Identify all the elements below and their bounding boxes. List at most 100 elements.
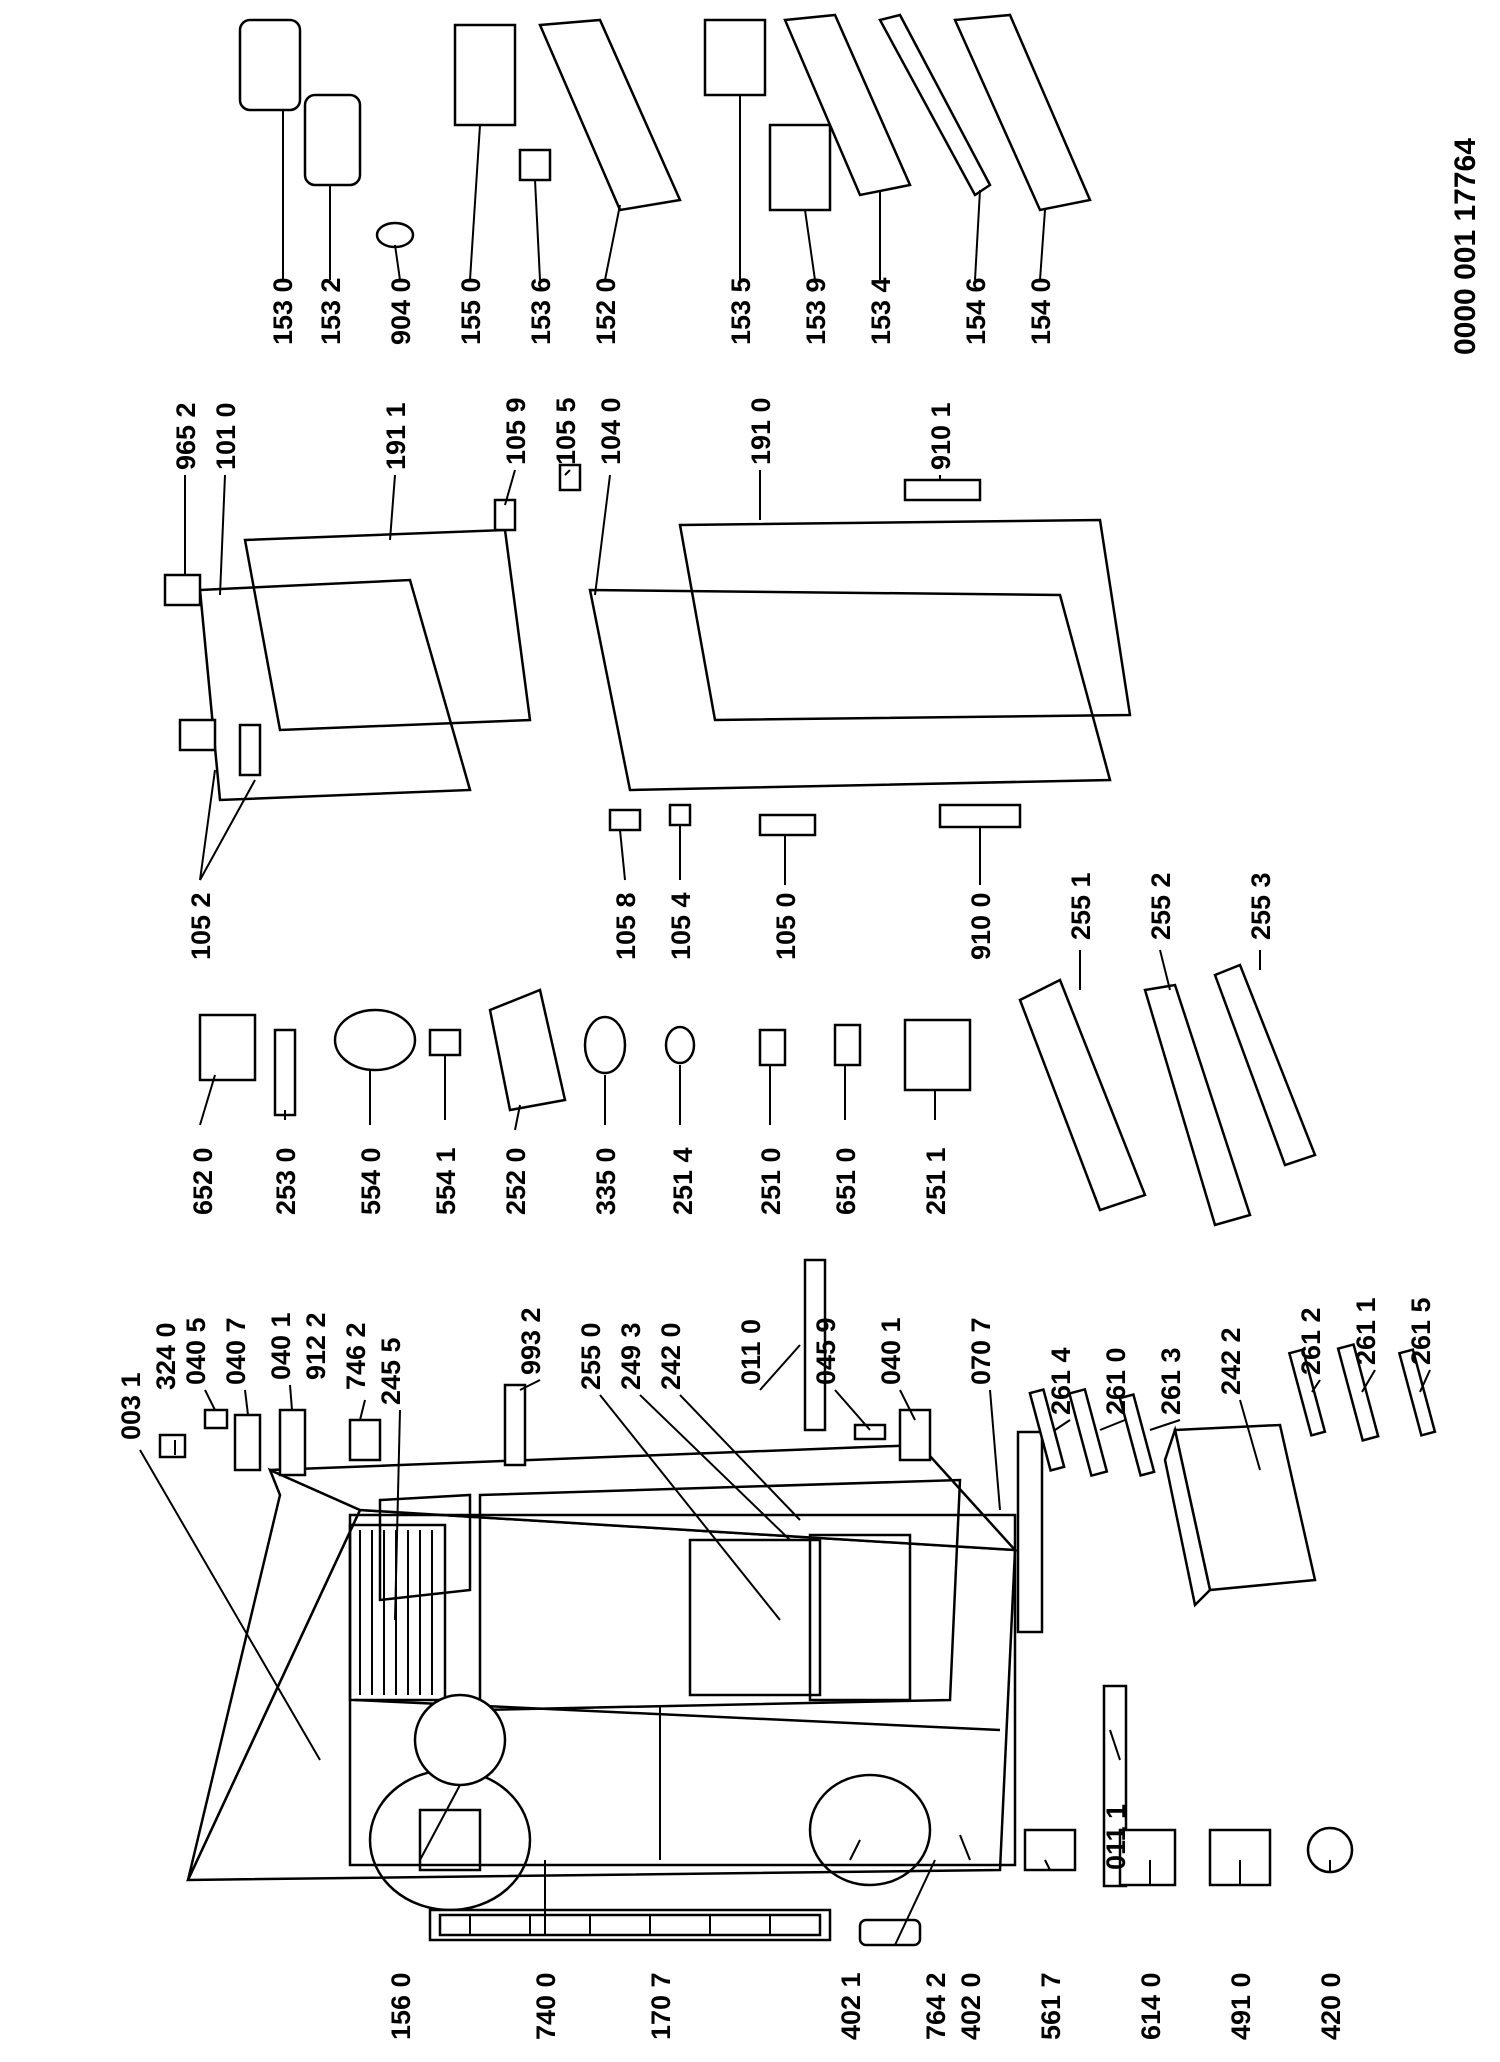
label-2493: 249 3 [616, 1322, 646, 1390]
part-9932 [503, 1383, 527, 1467]
shelf-2553 [1213, 963, 1317, 1167]
label-0407: 040 7 [221, 1317, 251, 1385]
label-4200: 420 0 [1316, 1972, 1346, 2040]
part-1059 [493, 498, 517, 532]
part-7462 [348, 1418, 382, 1462]
label-0401: 040 1 [266, 1312, 296, 1380]
bin-1534 [783, 13, 912, 197]
label-2422: 242 2 [1216, 1327, 1246, 1395]
label-4910: 491 0 [1226, 1972, 1256, 2040]
bin-1539 [768, 123, 832, 212]
label-0110: 011 0 [736, 1319, 766, 1385]
part-labels: 003 1 324 0 040 5 040 7 040 1 912 2 746 … [116, 277, 1436, 2040]
part-0407 [233, 1413, 262, 1472]
label-1560: 156 0 [386, 1972, 416, 2040]
bin-1535 [703, 18, 767, 97]
part-2520 [488, 988, 567, 1112]
bar-1546 [878, 13, 992, 197]
part-6510 [833, 1023, 862, 1067]
part-7642 [858, 1918, 922, 1947]
label-1550: 155 0 [456, 277, 486, 345]
bin-1540 [953, 13, 1092, 212]
label-2610: 261 0 [1101, 1347, 1131, 1415]
label-6520: 652 0 [188, 1147, 218, 1215]
label-2551: 255 1 [1066, 872, 1096, 940]
bin-1532 [303, 93, 362, 187]
label-1546: 154 6 [961, 277, 991, 345]
part-2614 [1028, 1388, 1066, 1472]
part-9101 [903, 478, 982, 502]
part-2510 [758, 1028, 787, 1067]
label-2552: 255 2 [1146, 872, 1176, 940]
part-0401b [278, 1408, 307, 1477]
part-2530 [273, 1028, 297, 1117]
part-9100 [938, 803, 1022, 829]
gasket-1910 [678, 518, 1132, 722]
label-1055: 105 5 [551, 397, 581, 465]
label-5540: 554 0 [356, 1147, 386, 1215]
label-1052: 105 2 [186, 892, 216, 960]
part-9652 [163, 573, 202, 607]
label-1530: 153 0 [268, 277, 298, 345]
label-3240: 324 0 [151, 1322, 181, 1390]
egg-tray-1550 [453, 23, 517, 127]
label-6140: 614 0 [1136, 1972, 1166, 2040]
bin-1520 [538, 18, 682, 212]
part-5540 [333, 1008, 417, 1072]
label-9652: 965 2 [171, 402, 201, 470]
rail-0110 [803, 1258, 827, 1432]
part-2610 [1067, 1387, 1109, 1478]
label-1536: 153 6 [526, 277, 556, 345]
label-2520: 252 0 [501, 1147, 531, 1215]
label-1540: 154 0 [1026, 277, 1056, 345]
label-2613: 261 3 [1156, 1347, 1186, 1415]
label-1059: 105 9 [501, 397, 531, 465]
door-1040 [588, 588, 1112, 792]
label-2514: 251 4 [668, 1147, 698, 1215]
label-9932: 993 2 [516, 1307, 546, 1375]
label-1539: 153 9 [801, 277, 831, 345]
rail-0707 [1016, 1430, 1044, 1634]
part-9040 [375, 221, 415, 249]
label-2612: 261 2 [1296, 1307, 1326, 1375]
part-2511 [903, 1018, 972, 1092]
part-1052a [178, 718, 217, 752]
drawing-code: 0000 001 17764 [1449, 138, 1482, 355]
label-5617: 561 7 [1036, 1972, 1066, 2040]
leader-lines [139, 95, 1431, 1946]
label-0401-b: 040 1 [876, 1317, 906, 1385]
label-1707: 170 7 [646, 1972, 676, 2040]
part-2611 [1336, 1343, 1380, 1442]
part-1058 [608, 808, 642, 832]
freezer-grid [348, 1523, 447, 1702]
label-1010: 101 0 [211, 402, 241, 470]
label-0405: 040 5 [181, 1317, 211, 1385]
label-2455: 245 5 [376, 1337, 406, 1405]
label-2530: 253 0 [271, 1147, 301, 1215]
part-0401 [898, 1408, 932, 1462]
label-5541: 554 1 [431, 1147, 461, 1215]
label-2611: 261 1 [1351, 1297, 1381, 1365]
label-0111: 011 1 [1101, 1804, 1131, 1870]
label-1050: 105 0 [771, 892, 801, 960]
label-1910: 191 0 [746, 397, 776, 465]
part-1536 [518, 148, 552, 182]
label-2553: 255 3 [1246, 872, 1276, 940]
label-9101: 910 1 [926, 402, 956, 470]
label-1520: 152 0 [591, 277, 621, 345]
label-9122: 912 2 [301, 1312, 331, 1380]
label-2615: 261 5 [1406, 1297, 1436, 1365]
label-7462: 746 2 [341, 1322, 371, 1390]
label-0031: 003 1 [116, 1372, 146, 1440]
label-1040: 104 0 [596, 397, 626, 465]
part-1560 [413, 1693, 507, 1787]
label-2614: 261 4 [1046, 1347, 1076, 1415]
part-0459 [853, 1423, 887, 1441]
gasket-1911 [243, 528, 532, 732]
label-0459: 045 9 [811, 1317, 841, 1385]
part-1055 [558, 463, 582, 492]
shelf-2552 [1143, 983, 1252, 1227]
label-7400: 740 0 [531, 1972, 561, 2040]
part-6520 [198, 1013, 257, 1082]
